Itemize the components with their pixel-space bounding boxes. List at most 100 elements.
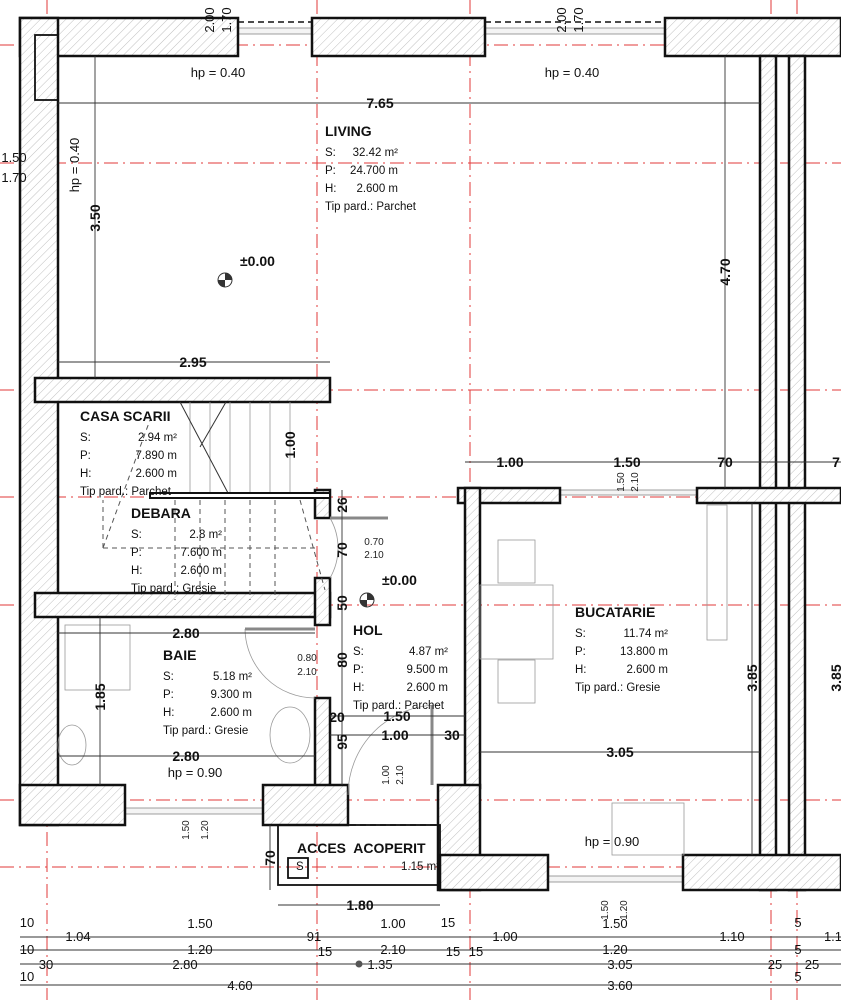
room-height: 2.600 m [210,707,252,719]
level-markers: ±0.00 ±0.00 [217,253,417,968]
room-height-label: H: [163,707,175,719]
opening-label: 2.00 [554,7,569,32]
dimension-label: 1.50 [613,454,640,470]
dimension-label: 3.50 [87,204,103,231]
room-area-label: S [296,861,304,873]
room-perimeter: 24.700 m [350,165,398,177]
room-name: CASA SCARII [80,408,171,424]
opening-label: 1.20 [619,900,630,920]
chain-dimension-label: 25 [768,957,782,972]
room-perimeter-label: P: [575,646,586,658]
room-height-label: H: [575,664,587,676]
dimension-label: 26 [334,497,350,513]
dimension-label: 70 [262,850,278,866]
chain-dimension-label: 1.10 [719,929,744,944]
room-name: LIVING [325,123,372,139]
dimension-label: 3.05 [606,744,633,760]
opening-label: hp = 0.90 [585,834,640,849]
dimension-label: 7 [832,454,840,470]
chain-dimension-label: 5 [794,969,801,984]
chain-dimension-label: 10 [20,915,34,930]
room-area-label: S: [163,671,174,683]
opening-label: 2.10 [297,667,317,678]
room-name: HOL [353,622,383,638]
room-area-label: S: [131,529,142,541]
room-area: 11.74 m² [623,628,668,640]
opening-label: 1.00 [381,765,392,785]
room-area-label: S: [575,628,586,640]
opening-label: 1.20 [200,820,211,840]
level-label: ±0.00 [382,572,417,588]
room-perimeter-label: P: [163,689,174,701]
room-perimeter: 13.800 m [620,646,668,658]
opening-label: 1.50 [600,900,611,920]
chain-dimension-label: 1.04 [65,929,90,944]
room-area-label: S: [325,147,336,159]
room-area-label: S: [353,646,364,658]
chain-dimension-label: 1.20 [602,942,627,957]
opening-label: 1.50 [181,820,192,840]
room-name: ACCES ACOPERIT [297,840,426,856]
dimension-lines [20,56,841,986]
chain-dimension-label: 2.80 [172,957,197,972]
opening-label: hp = 0.40 [545,65,600,80]
room-area: 2.94 m² [138,432,177,444]
opening-label: hp = 0.90 [168,765,223,780]
chain-dimension-label: 2.10 [380,942,405,957]
room-height-label: H: [131,565,143,577]
opening-label: 1.50 [616,472,627,492]
chain-dimension-label: 10 [20,942,34,957]
opening-label: 1.70 [219,7,234,32]
doors [244,516,439,826]
dimension-label: 1.00 [496,454,523,470]
opening-label: hp = 0.40 [67,138,82,193]
opening-label: 1.70 [1,170,26,185]
chain-dimension-label: 15 [469,944,483,959]
chain-dimension-label: 15 [318,944,332,959]
chain-dimension-label: 1.50 [187,916,212,931]
dimension-label: 3.85 [744,664,760,691]
room-name: BUCATARIE [575,604,655,620]
chain-dimension-label: 3.60 [607,978,632,993]
room-area: 4.87 m² [409,646,448,658]
room-height-label: H: [325,183,337,195]
chain-dimension-label: 4.60 [227,978,252,993]
dimension-label: 30 [444,727,460,743]
room-perimeter-label: P: [80,450,91,462]
room-perimeter-label: P: [325,165,336,177]
furniture [57,504,728,856]
dimension-label: 20 [329,709,345,725]
room-area: 32.42 m² [353,147,399,159]
chain-dimension-label: 10 [20,969,34,984]
dimension-label: 70 [334,542,350,558]
dimension-label: 7.65 [366,95,393,111]
dimension-label: 2.95 [179,354,206,370]
room-floor-type: Tip pard.: Parchet [353,700,445,712]
chain-dimension-label: 1.35 [367,957,392,972]
room-perimeter-label: P: [131,547,142,559]
room-name: BAIE [163,647,196,663]
room-perimeter: 7.600 m [180,547,222,559]
dimension-label: 1.50 [383,708,410,724]
room-floor-type: Tip pard.: Parchet [80,486,172,498]
acces-acoperit-label: ACCES ACOPERIT S 1.15 m² [296,840,440,873]
dimension-label: 3.85 [828,664,841,691]
opening-label: 0.80 [297,653,317,664]
dimension-label: 1.00 [282,431,298,458]
room-floor-type: Tip pard.: Gresie [131,583,216,595]
room-floor-type: Tip pard.: Gresie [575,682,660,694]
staircase [102,401,331,600]
room-height: 2.600 m [135,468,177,480]
chain-dimension-label: 25 [805,957,819,972]
room-area: 1.15 m² [401,861,440,873]
chain-dimension-label: 15 [441,915,455,930]
room-perimeter: 7.890 m [135,450,177,462]
opening-label: 2.10 [395,765,406,785]
room-height: 2.600 m [626,664,668,676]
room-perimeter: 9.300 m [210,689,252,701]
chain-dimension-label: 1.00 [492,929,517,944]
dimension-label: 80 [334,652,350,668]
dimension-label: 4.70 [717,258,733,285]
opening-label: 2.00 [202,7,217,32]
